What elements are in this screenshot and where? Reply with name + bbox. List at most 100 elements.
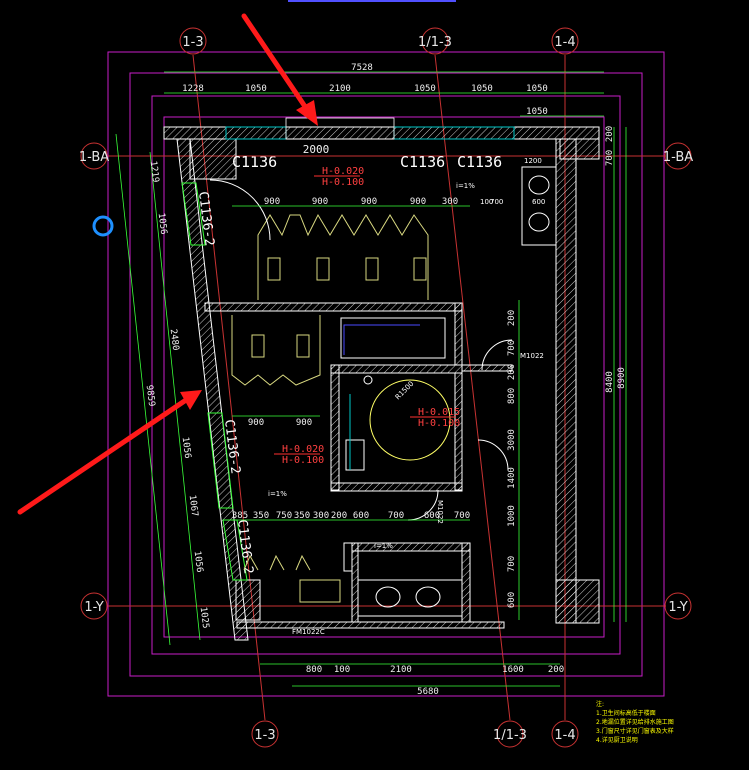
toilet-cubicles-middle xyxy=(231,315,321,386)
level-text: H-0.100 xyxy=(322,177,364,188)
dim-top: 1228 xyxy=(182,84,204,94)
dim-top: 1050 xyxy=(526,84,548,94)
top-dimension-lines xyxy=(164,71,604,117)
level-text: H-0.020 xyxy=(322,166,364,177)
dim-top: 1050 xyxy=(414,84,436,94)
utility-door-swing xyxy=(343,324,420,355)
grid-label: 1-4 xyxy=(554,35,575,50)
level-marker-middle: H-0.015 H-0.100 xyxy=(410,407,460,429)
sinks-upper-right xyxy=(521,166,557,246)
grid-label: 1-3 xyxy=(254,728,275,743)
grid-bubble-bottom-1[interactable]: 1-3 xyxy=(251,720,279,748)
grid-bubble-top-3[interactable]: 1-4 xyxy=(551,27,579,55)
dim-text: 900 xyxy=(312,197,328,207)
dim-text: 350 xyxy=(294,511,310,521)
dim-text: 300 xyxy=(442,197,458,207)
dim-text: 750 xyxy=(276,511,292,521)
interior-partitions xyxy=(204,302,513,623)
dim-text: 100 xyxy=(334,665,350,675)
dim-text: 700 xyxy=(507,556,517,572)
grid-label: 1-Y xyxy=(668,600,687,615)
level-marker-upper: H-0.020 H-0.100 xyxy=(314,166,364,188)
notes-title: 注: xyxy=(596,700,604,708)
slope-label: i=1% xyxy=(456,182,475,190)
pillar xyxy=(343,542,353,572)
dim-text: 700 xyxy=(605,150,615,166)
dim-text: 700 xyxy=(507,340,517,356)
dim-text: 8400 xyxy=(605,371,615,393)
grid-label: 1-4 xyxy=(554,728,575,743)
bottom-overall-dims: 800 100 2100 1600 200 5680 xyxy=(260,663,564,697)
annotation-arrow-top xyxy=(241,13,318,126)
dim-text: 300 xyxy=(313,511,329,521)
dim-text: 2480 xyxy=(168,328,181,351)
room-dim-label: 700 xyxy=(490,198,503,206)
dim-text: 200 xyxy=(507,364,517,380)
sinks-lower xyxy=(357,579,463,617)
dim-text: 9859 xyxy=(144,384,157,407)
grid-label: 1-BA xyxy=(79,150,109,165)
accessible-toilet xyxy=(345,439,365,471)
grid-label: 1-3 xyxy=(182,35,203,50)
top-window-opening xyxy=(285,117,395,140)
dim-window-width: 1050 xyxy=(526,107,548,117)
level-text: H-0.100 xyxy=(418,418,460,429)
grid-label: 1/1-3 xyxy=(493,728,527,743)
room-dim-label: R1500 xyxy=(394,380,416,402)
dim-text: 1600 xyxy=(502,665,524,675)
grid-label: 1-Y xyxy=(84,600,103,615)
dim-text: 900 xyxy=(264,197,280,207)
level-text: H-0.020 xyxy=(282,444,324,455)
window-label-vertical: C1136-2 xyxy=(221,419,243,475)
left-dim-column: 1219 1056 2480 1056 1067 1056 1025 9859 xyxy=(115,133,210,646)
dim-top: 1050 xyxy=(471,84,493,94)
door-label: M1022 xyxy=(520,352,544,360)
dim-text: 1056 xyxy=(192,550,205,573)
dim-top: 1050 xyxy=(245,84,267,94)
dim-overall-top: 7528 xyxy=(351,63,373,73)
dim-text: 1400 xyxy=(507,467,517,489)
dim-text: 200 xyxy=(548,665,564,675)
dim-text: 1067 xyxy=(187,494,200,517)
grid-bubble-right-2[interactable]: 1-Y xyxy=(664,592,692,620)
dim-text: 800 xyxy=(306,665,322,675)
notes-line: 1.卫生间标高低于楼面 xyxy=(596,709,656,717)
dim-text: 600 xyxy=(424,511,440,521)
window-span-dim: 2000 xyxy=(303,143,330,156)
fixture-icon xyxy=(363,375,373,385)
dim-text: 700 xyxy=(388,511,404,521)
dim-text: 700 xyxy=(454,511,470,521)
grid-bubble-top-2[interactable]: 1/1-3 xyxy=(418,27,452,55)
dim-text: 1056 xyxy=(180,436,193,459)
dim-text: 200 xyxy=(605,126,615,142)
slope-label: i=1% xyxy=(374,542,393,550)
window-label-vertical: C1136-2 xyxy=(234,519,256,575)
annotation-arrow-left xyxy=(17,390,202,515)
level-text: H-0.100 xyxy=(282,455,324,466)
dim-text: 3000 xyxy=(507,429,517,451)
grid-bubble-bottom-2[interactable]: 1/1-3 xyxy=(493,720,527,748)
grid-bubble-top-1[interactable]: 1-3 xyxy=(179,27,207,55)
dim-text: 200 xyxy=(331,511,347,521)
window-label: C1136 xyxy=(232,153,277,171)
grid-label: 1-BA xyxy=(663,150,693,165)
grid-bubble-left-1[interactable]: 1-BA xyxy=(79,142,109,170)
dim-text: 600 xyxy=(353,511,369,521)
dim-text: 385 xyxy=(232,511,248,521)
window-label-vertical: C1136-2 xyxy=(195,191,217,247)
room-dim-label: 100 xyxy=(480,198,493,206)
door-label: FM1022C xyxy=(292,628,325,636)
grid-bubble-bottom-3[interactable]: 1-4 xyxy=(551,720,579,748)
room-dim-label: 600 xyxy=(532,198,545,206)
cursor-icon[interactable] xyxy=(92,215,114,237)
dim-top: 2100 xyxy=(329,84,351,94)
partition-dims-top: 900 900 900 900 300 xyxy=(232,197,470,207)
grid-bubble-right-1[interactable]: 1-BA xyxy=(663,142,693,170)
door-label: M1022 xyxy=(436,500,444,524)
sheet-frame xyxy=(107,51,665,697)
dim-text: 900 xyxy=(361,197,377,207)
toilet-cubicles-upper xyxy=(257,213,429,300)
notes-line: 2.地漏位置详见给排水施工图 xyxy=(596,718,674,726)
grid-bubble-left-2[interactable]: 1-Y xyxy=(80,592,108,620)
